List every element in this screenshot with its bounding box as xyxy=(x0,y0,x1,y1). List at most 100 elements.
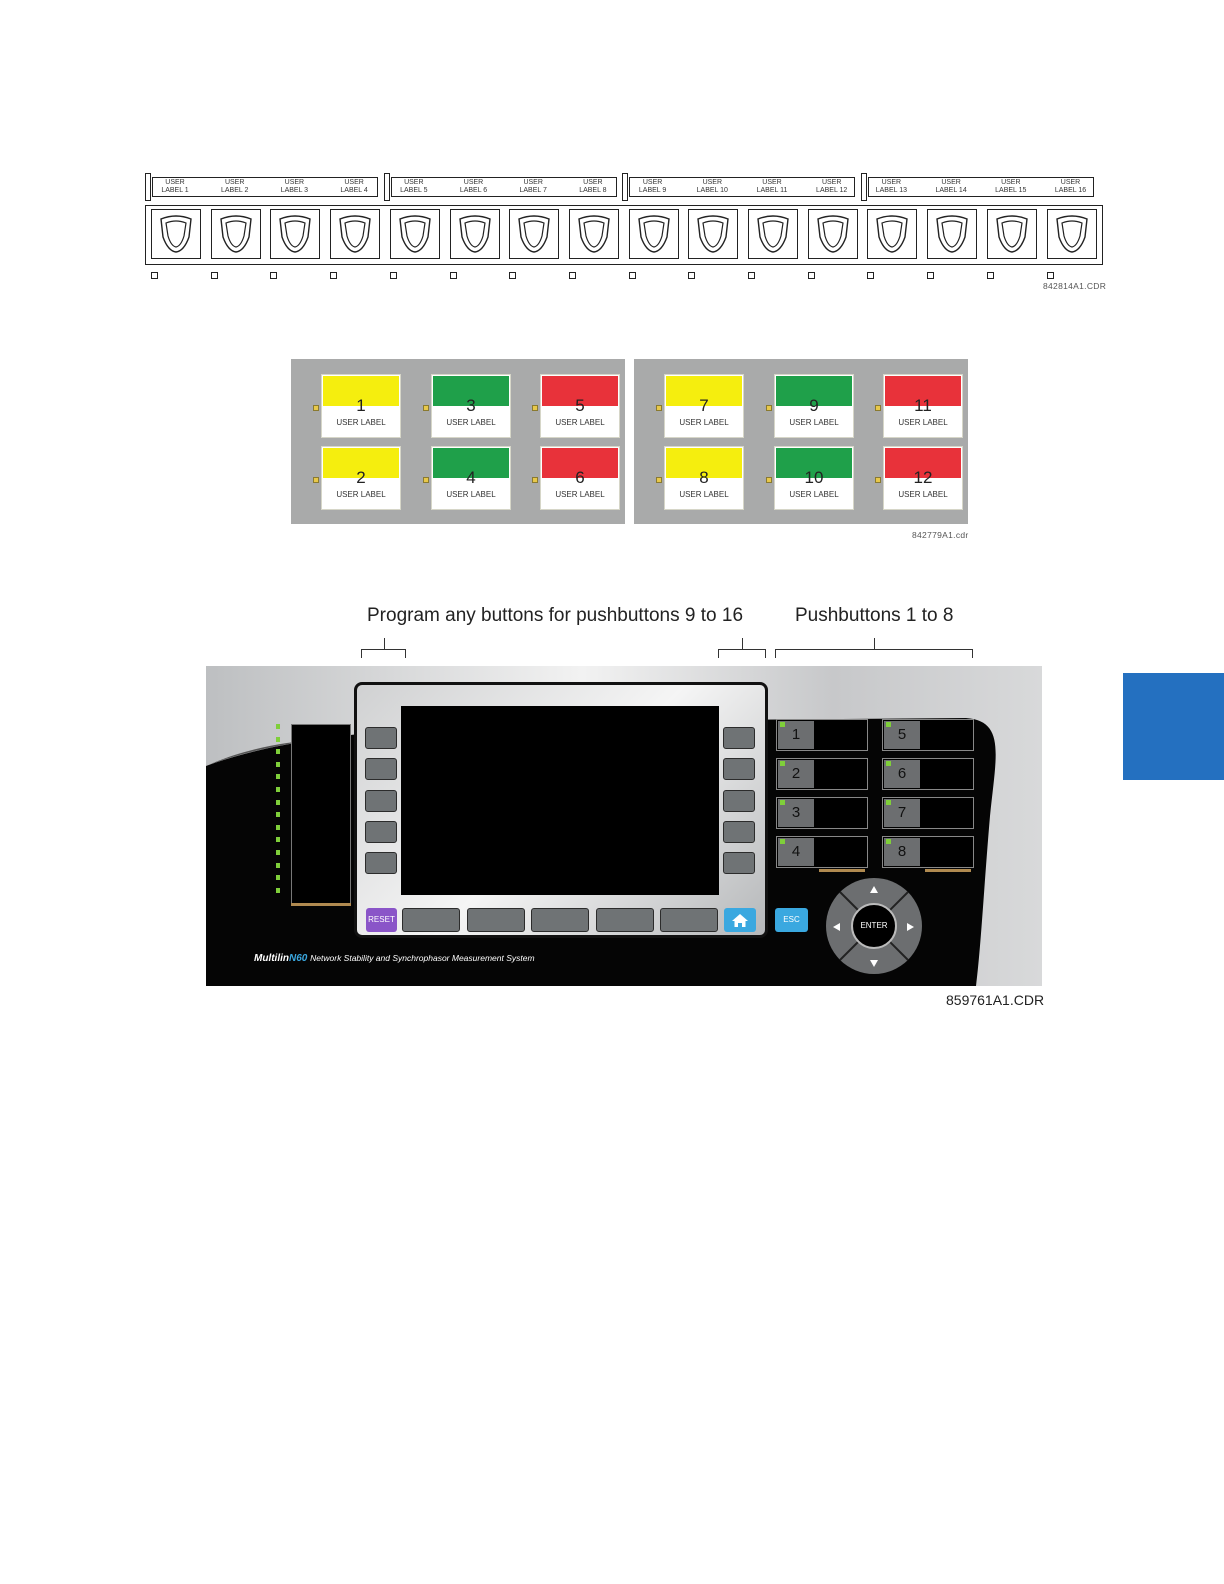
esc-button[interactable]: ESC xyxy=(775,908,808,932)
pushbutton-3[interactable] xyxy=(270,209,321,259)
key-led xyxy=(423,405,429,411)
user-label-line2: LABEL 14 xyxy=(935,187,967,194)
reset-button[interactable]: RESET xyxy=(366,908,397,932)
right-side-key[interactable] xyxy=(723,727,755,749)
soft-key-5[interactable] xyxy=(660,908,718,932)
right-side-key[interactable] xyxy=(723,758,755,780)
nav-up-button[interactable] xyxy=(868,883,880,895)
key-user-label: USER LABEL xyxy=(679,418,729,427)
key-user-label: USER LABEL xyxy=(789,490,839,499)
user-label-line2: LABEL 9 xyxy=(638,187,667,194)
left-side-key[interactable] xyxy=(365,852,397,874)
key-number: 10 xyxy=(804,468,824,487)
user-pushbutton-7[interactable]: 7 xyxy=(882,797,974,829)
pushbutton-16[interactable] xyxy=(1046,209,1097,259)
left-side-key[interactable] xyxy=(365,727,397,749)
user-label-group xyxy=(867,177,1094,197)
nav-left-button[interactable] xyxy=(831,920,843,932)
pushbutton-strip xyxy=(145,205,1103,265)
right-side-key[interactable] xyxy=(723,790,755,812)
right-side-key[interactable] xyxy=(723,852,755,874)
pushbutton-cap-icon xyxy=(637,215,670,253)
pushbutton-15[interactable] xyxy=(986,209,1037,259)
display-screen[interactable] xyxy=(401,706,719,895)
user-pushbutton-5[interactable]: 5 xyxy=(882,719,974,751)
pushbutton-5[interactable] xyxy=(389,209,440,259)
user-pushbutton-2[interactable]: 2 xyxy=(776,758,868,790)
key-user-label: USER LABEL xyxy=(789,418,839,427)
left-side-key[interactable] xyxy=(365,790,397,812)
pushbutton-13[interactable] xyxy=(867,209,918,259)
user-pushbutton-8[interactable]: 8 xyxy=(882,836,974,868)
pushbutton-8[interactable] xyxy=(568,209,619,259)
user-pushbutton-3[interactable]: 3 xyxy=(776,797,868,829)
pushbutton-10[interactable] xyxy=(688,209,739,259)
pushbutton-led-4 xyxy=(330,272,338,279)
key-led xyxy=(766,477,772,483)
soft-key-1[interactable] xyxy=(402,908,460,932)
pushbutton-6[interactable] xyxy=(449,209,500,259)
left-side-key[interactable] xyxy=(365,821,397,843)
status-led xyxy=(276,875,280,881)
pushbutton-14[interactable] xyxy=(927,209,978,259)
key-number: 7 xyxy=(699,396,709,415)
pushbutton-cap-icon xyxy=(458,215,491,253)
pushbutton-4[interactable] xyxy=(330,209,381,259)
pushbutton-cap-icon xyxy=(399,215,431,253)
key-user-label: USER LABEL xyxy=(898,418,948,427)
pushbutton-number: 7 xyxy=(897,804,907,821)
pushbutton-7[interactable] xyxy=(509,209,560,259)
user-label-line2: LABEL 16 xyxy=(1054,187,1087,194)
nav-right-button[interactable] xyxy=(904,920,916,932)
home-button[interactable] xyxy=(724,908,756,932)
soft-key-3[interactable] xyxy=(531,908,589,932)
key-color-band xyxy=(776,376,852,406)
user-pushbutton-1[interactable]: 1 xyxy=(776,719,868,751)
key-user-label: USER LABEL xyxy=(555,490,605,499)
key-user-label: USER LABEL xyxy=(336,490,386,499)
pushbutton-9[interactable] xyxy=(628,209,679,259)
soft-key-4[interactable] xyxy=(596,908,654,932)
pushbutton-1[interactable] xyxy=(151,209,201,259)
key-color-band xyxy=(666,448,742,478)
arrow-right-icon xyxy=(907,923,914,931)
nav-down-button[interactable] xyxy=(868,956,880,968)
label-holder-tab xyxy=(145,173,151,201)
enter-button[interactable]: ENTER xyxy=(851,903,897,949)
user-pushbutton-6[interactable]: 6 xyxy=(882,758,974,790)
soft-key-2[interactable] xyxy=(467,908,525,932)
key-user-label: USER LABEL xyxy=(446,418,496,427)
pushbutton-12[interactable] xyxy=(807,209,858,259)
pushbutton-led xyxy=(886,800,891,805)
user-label-group xyxy=(390,177,617,197)
key-led xyxy=(875,477,881,483)
pushbutton-cap-icon xyxy=(1055,215,1088,253)
pb-strip-edge-right xyxy=(925,869,971,872)
user-label-line1: USER xyxy=(404,179,424,186)
user-label-line2: LABEL 6 xyxy=(459,187,488,194)
left-side-key[interactable] xyxy=(365,758,397,780)
status-led xyxy=(276,862,280,868)
right-side-key[interactable] xyxy=(723,821,755,843)
pushbutton-led-7 xyxy=(509,272,517,279)
pushbutton-cap-icon xyxy=(160,215,192,253)
pushbutton-2[interactable] xyxy=(210,209,261,259)
user-pushbutton-4[interactable]: 4 xyxy=(776,836,868,868)
pushbutton-led-5 xyxy=(389,272,397,279)
pushbutton-11[interactable] xyxy=(748,209,798,259)
status-led xyxy=(276,724,280,729)
pushbutton-led xyxy=(886,761,891,766)
